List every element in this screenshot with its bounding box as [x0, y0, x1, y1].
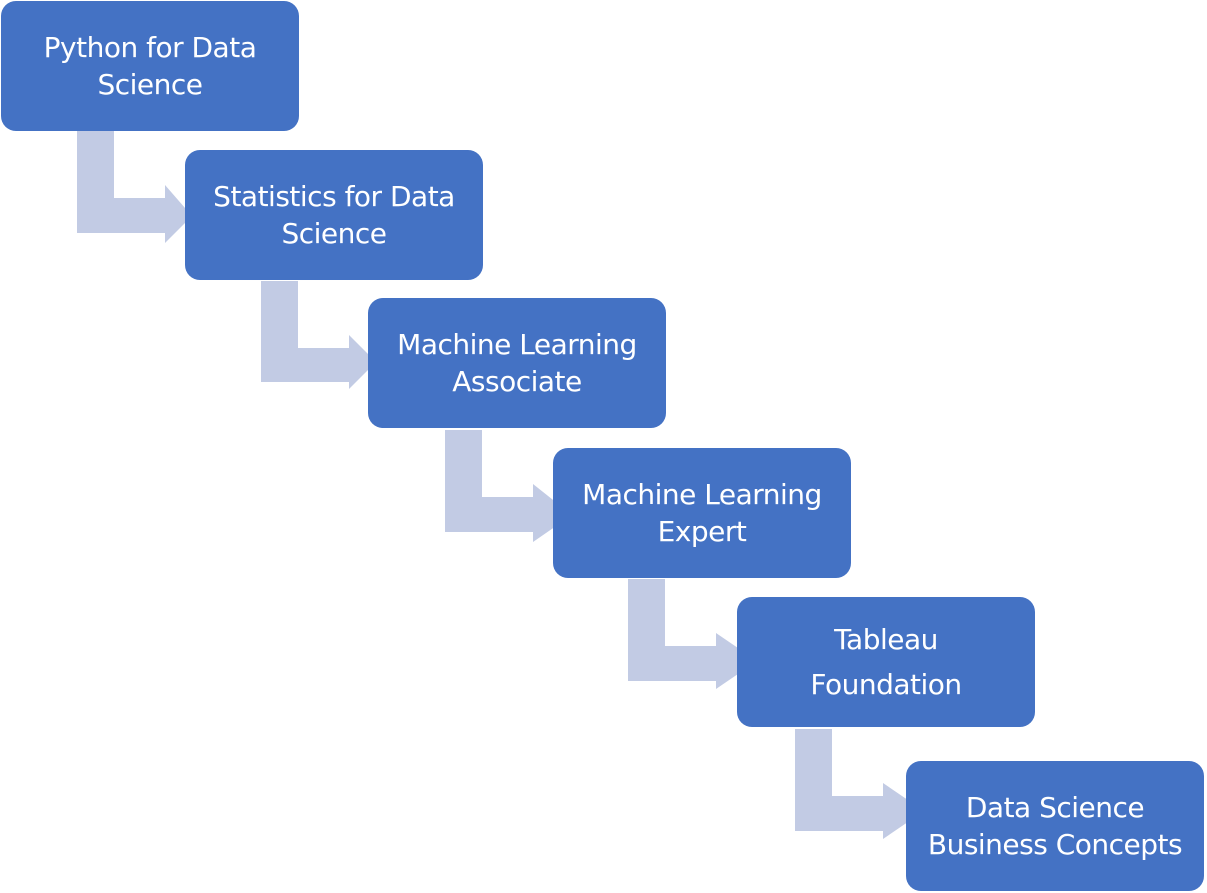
step-label-line: Expert	[657, 515, 747, 548]
step-label-line: Business Concepts	[927, 828, 1183, 861]
bent-arrow-5-to-6	[795, 729, 924, 839]
step-label-line: Science	[97, 68, 203, 101]
bent-arrow-2-to-3	[261, 281, 376, 389]
step-data-science-business-concepts: Data Science Business Concepts	[906, 761, 1204, 891]
step-label-line: Machine Learning	[582, 478, 822, 511]
bent-arrow-3-to-4	[445, 430, 572, 542]
bent-arrow-1-to-2	[77, 131, 192, 243]
step-statistics-for-data-science: Statistics for Data Science	[185, 150, 483, 280]
bent-arrow-4-to-5	[628, 579, 757, 689]
step-label-line: Associate	[452, 365, 582, 398]
step-label-line: Statistics for Data	[213, 180, 455, 213]
step-label-line: Science	[281, 217, 387, 250]
step-machine-learning-expert: Machine Learning Expert	[553, 448, 851, 578]
step-python-for-data-science: Python for Data Science	[1, 1, 299, 131]
step-machine-learning-associate: Machine Learning Associate	[368, 298, 666, 428]
step-label-line: Foundation	[810, 668, 962, 701]
step-label-line: Python for Data	[43, 31, 257, 64]
step-label-line: Data Science	[965, 791, 1145, 824]
step-tableau-foundation: Tableau Foundation	[737, 597, 1035, 727]
step-label-line: Machine Learning	[397, 328, 637, 361]
step-label-line: Tableau	[834, 623, 938, 656]
